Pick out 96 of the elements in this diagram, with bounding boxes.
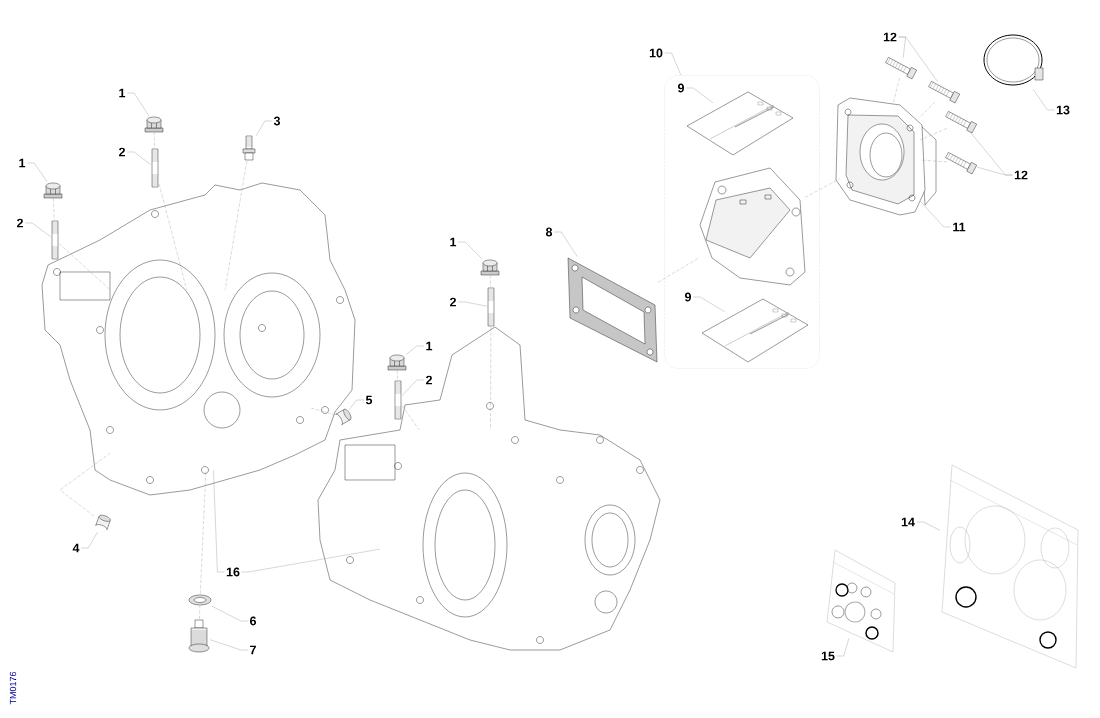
crankcase-drawing [41,182,356,496]
callout-number: 12 [883,32,897,42]
center-line [310,407,335,415]
callout-number: 9 [685,292,691,302]
center-line [892,78,900,104]
leader-line [898,36,938,82]
seal-kit-drawing [826,549,896,653]
center-line [805,178,840,198]
leader-line [457,301,487,307]
callout-number: 13 [1056,105,1070,115]
center-line [658,257,699,283]
center-line [154,132,155,148]
drawing-code: TM0176 [9,671,17,705]
callout-number: 10 [649,48,663,58]
stud-drawing [51,220,59,260]
callout-number: 5 [365,395,373,405]
center-line [200,470,207,594]
callout-number: 2 [119,147,125,157]
callout-number: 9 [678,83,684,93]
leader-line [1032,89,1055,111]
center-line [59,243,111,290]
manifold-drawing [835,97,937,216]
callout-number: 3 [273,116,280,126]
bolt-drawing [242,135,256,161]
callout-number: 2 [17,218,23,228]
stud-drawing [394,380,402,420]
bolt-drawing [928,81,960,104]
callout-number: 1 [19,158,26,168]
center-line [402,405,420,430]
dowel-drawing [335,408,352,425]
callout-number: 4 [72,543,80,553]
bolt-drawing [945,111,977,134]
center-line [920,159,947,163]
center-line [490,327,492,430]
leader-line [211,606,249,622]
callout-number: 8 [545,227,553,237]
leader-line [213,470,225,573]
dowel-drawing [95,514,111,530]
center-line [920,102,935,117]
gasket-drawing [567,257,658,363]
reed-petal-drawing [686,91,794,156]
leader-line [685,87,714,103]
leader-line [26,162,48,182]
center-line [490,275,491,287]
callout-number: 12 [1014,170,1028,180]
leader-line [406,345,425,355]
leader-line [210,639,249,651]
callout-number: 2 [426,375,432,385]
bolt-drawing [945,152,977,175]
callout-number: 14 [901,517,915,527]
center-line [397,370,398,380]
nut-drawing [144,116,164,133]
reed-block-drawing [699,167,806,286]
stud-drawing [487,287,495,327]
callout-number: 6 [250,616,256,626]
leader-line [836,638,850,657]
leader-line [916,521,940,531]
leader-line [241,548,380,573]
callout-number: 15 [821,651,835,661]
leader-line [920,200,951,228]
center-line [159,183,187,290]
leader-line [126,92,149,116]
leader-line [977,167,1013,176]
leader-line [692,296,725,313]
leader-line [402,379,425,396]
washer-drawing [188,594,212,606]
callout-number: 1 [450,237,457,247]
center-line [59,453,110,517]
callout-number: 16 [226,567,240,577]
leader-line [126,151,151,165]
leader-line [348,399,365,410]
center-line [224,161,247,290]
leader-line [24,222,51,238]
callout-number: 1 [119,88,126,98]
nut-drawing [43,182,63,199]
leader-line [256,120,273,136]
leader-line [80,532,98,549]
clamp-drawing [983,34,1044,86]
center-line [199,606,201,619]
leader-line [553,231,578,257]
callout-number: 11 [953,222,966,232]
reed-petal-drawing [701,298,809,363]
nut-drawing [480,259,500,276]
callout-number: 2 [450,297,456,307]
bolt-drawing [885,57,917,80]
gasket-kit-drawing [941,464,1079,669]
leader-line [664,52,682,76]
callout-number: 7 [250,645,256,655]
leader-line [457,241,483,259]
plug-drawing [188,619,210,653]
stud-drawing [151,148,159,188]
crankcase-drawing [317,326,661,651]
kit-group-outline [664,75,820,369]
nut-drawing [387,354,407,371]
callout-number: 1 [426,341,433,351]
center-line [920,128,947,141]
